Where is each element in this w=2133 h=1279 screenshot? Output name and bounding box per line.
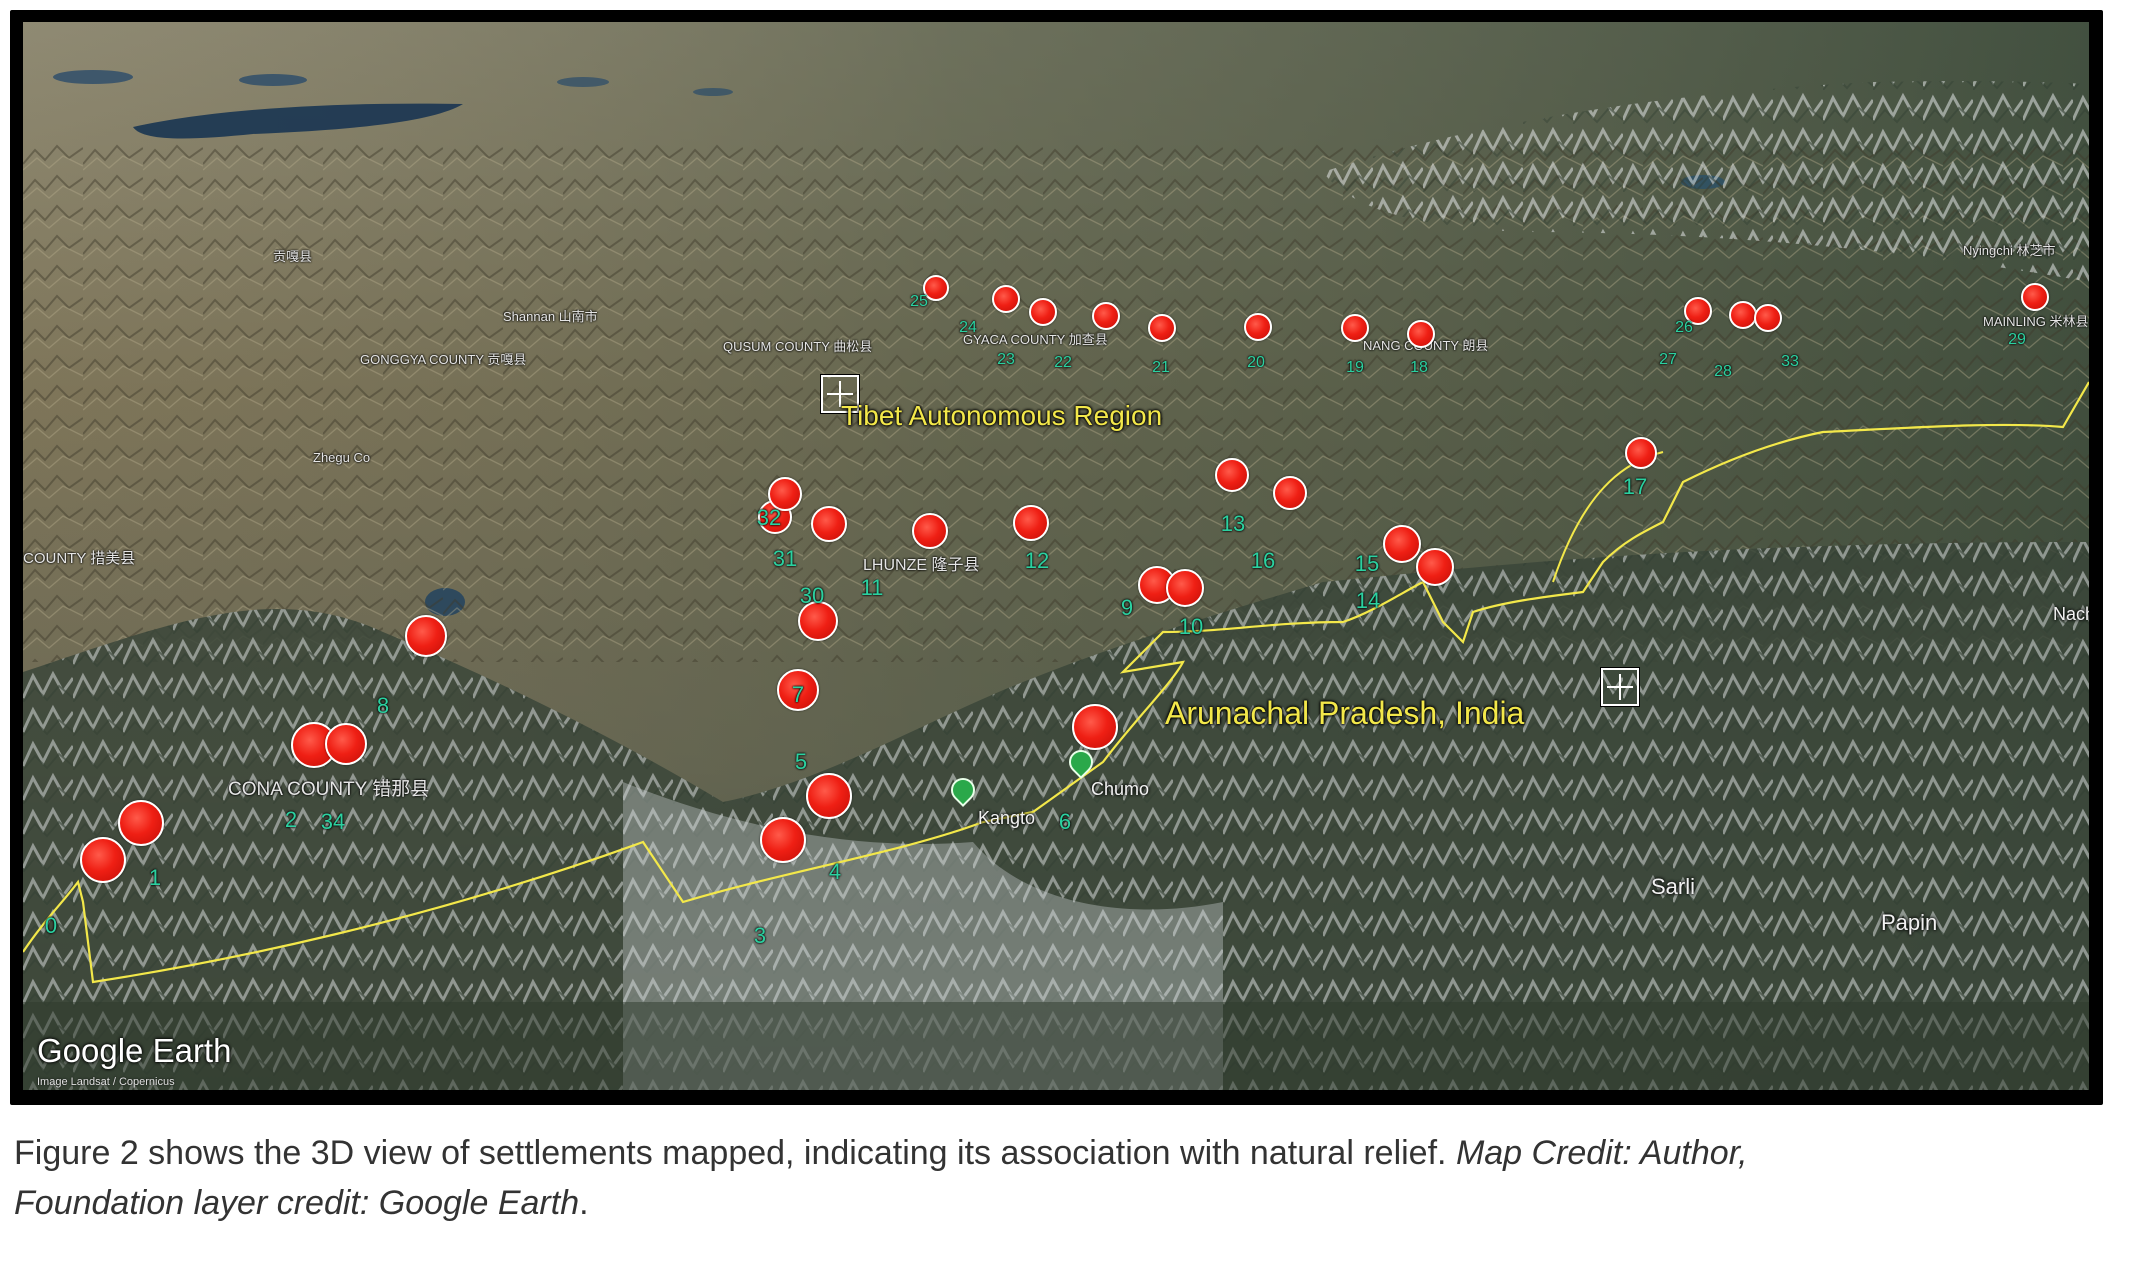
settlement-marker[interactable] bbox=[1729, 301, 1757, 329]
place-label-qusum: QUSUM COUNTY 曲松县 bbox=[723, 339, 873, 354]
settlement-number-label: 25 bbox=[910, 293, 928, 310]
settlement-number-label: 24 bbox=[959, 319, 977, 336]
settlement-marker[interactable] bbox=[1092, 302, 1120, 330]
settlement-number-label: 31 bbox=[772, 546, 798, 571]
international-border-line bbox=[23, 381, 2089, 984]
place-label-gyaca: GYACA COUNTY 加查县 bbox=[963, 332, 1108, 347]
place-label-mainling: MAINLING 米林县 bbox=[1983, 314, 2089, 329]
settlement-number-label: 11 bbox=[860, 575, 884, 600]
caption-end: . bbox=[579, 1184, 589, 1222]
settlement-number-label: 30 bbox=[799, 583, 825, 608]
place-label-sarli: Sarli bbox=[1651, 874, 1696, 899]
settlement-marker[interactable] bbox=[1341, 314, 1369, 342]
place-label-kangto: Kangto bbox=[978, 808, 1036, 828]
settlement-marker[interactable] bbox=[1684, 297, 1712, 325]
settlement-number-label: 5 bbox=[794, 749, 808, 774]
settlement-marker[interactable] bbox=[1625, 437, 1657, 469]
region-label-tibet: Tibet Autonomous Region bbox=[841, 400, 1163, 431]
place-label-papin: Papin bbox=[1881, 910, 1938, 935]
place-label-nacho: Nacho bbox=[2053, 604, 2089, 624]
settlement-number-label: 19 bbox=[1346, 359, 1364, 376]
settlement-marker[interactable] bbox=[1383, 525, 1421, 563]
settlement-number-label: 32 bbox=[756, 505, 782, 530]
map-frame: Shannan 山南市 GONGGYA COUNTY 贡嘎县 QUSUM COU… bbox=[10, 10, 2103, 1105]
settlement-number-label: 27 bbox=[1659, 351, 1677, 368]
region-target-icon[interactable] bbox=[821, 375, 859, 413]
settlement-number-label: 8 bbox=[376, 693, 390, 718]
settlement-marker[interactable] bbox=[1754, 304, 1782, 332]
settlement-number-label: 17 bbox=[1622, 474, 1648, 499]
settlement-marker[interactable] bbox=[325, 723, 367, 765]
caption-foundation-credit: Foundation layer credit: Google Earth bbox=[14, 1184, 580, 1222]
region-label-arunachal: Arunachal Pradesh, India bbox=[1165, 695, 1525, 731]
settlement-number-label: 28 bbox=[1714, 363, 1732, 380]
place-label-top-left: 贡嘎县 bbox=[273, 249, 313, 264]
place-label-chumo: Chumo bbox=[1091, 779, 1150, 799]
settlement-number-label: 14 bbox=[1355, 588, 1381, 613]
settlement-number-label: 12 bbox=[1024, 548, 1050, 573]
settlement-number-label: 1 bbox=[148, 865, 162, 890]
settlement-number-label: 13 bbox=[1220, 511, 1246, 536]
settlement-marker[interactable] bbox=[912, 513, 948, 549]
settlement-number-label: 2 bbox=[284, 807, 298, 832]
settlement-marker[interactable] bbox=[1273, 476, 1307, 510]
settlement-marker[interactable] bbox=[1166, 569, 1204, 607]
settlement-marker[interactable] bbox=[798, 601, 838, 641]
region-target-icon[interactable] bbox=[1601, 668, 1639, 706]
settlement-number-label: 18 bbox=[1410, 359, 1428, 376]
settlement-marker[interactable] bbox=[1407, 320, 1435, 348]
settlement-marker[interactable] bbox=[777, 669, 819, 711]
settlement-marker[interactable] bbox=[118, 800, 164, 846]
settlement-marker[interactable] bbox=[1416, 548, 1454, 586]
place-label-cuomei: COUNTY 措美县 bbox=[23, 550, 136, 567]
settlement-number-label: 34 bbox=[320, 809, 346, 834]
place-label-zhegu-co: Zhegu Co bbox=[313, 450, 371, 465]
settlement-marker[interactable] bbox=[1013, 505, 1049, 541]
settlement-number-label: 23 bbox=[997, 351, 1015, 368]
place-label-lhunze: LHUNZE 隆子县 bbox=[863, 557, 980, 574]
settlement-number-label: 16 bbox=[1250, 548, 1276, 573]
settlement-number-label: 26 bbox=[1675, 319, 1693, 336]
settlement-number-label: 33 bbox=[1781, 353, 1799, 370]
settlement-number-label: 15 bbox=[1354, 551, 1380, 576]
settlement-number-label: 3 bbox=[753, 923, 767, 948]
settlement-marker[interactable] bbox=[1072, 704, 1118, 750]
settlement-marker[interactable] bbox=[923, 275, 949, 301]
settlement-marker[interactable] bbox=[1215, 458, 1249, 492]
settlement-marker[interactable] bbox=[760, 817, 806, 863]
settlement-number-label: 22 bbox=[1054, 354, 1072, 371]
settlement-marker[interactable] bbox=[1244, 313, 1272, 341]
imagery-credit: Image Landsat / Copernicus bbox=[37, 1076, 175, 1088]
settlement-marker[interactable] bbox=[811, 506, 847, 542]
settlement-marker[interactable] bbox=[1148, 314, 1176, 342]
caption-map-credit: Map Credit: Author, bbox=[1455, 1134, 1748, 1172]
figure-caption: Figure 2 shows the 3D view of settlement… bbox=[14, 1128, 2114, 1228]
terrain-relief bbox=[23, 22, 2089, 1090]
settlement-number-label: 9 bbox=[1120, 595, 1134, 620]
settlement-number-label: 7 bbox=[791, 682, 805, 707]
settlement-number-label: 6 bbox=[1058, 809, 1072, 834]
settlement-marker[interactable] bbox=[80, 837, 126, 883]
settlement-marker[interactable] bbox=[992, 285, 1020, 313]
settlement-marker[interactable] bbox=[768, 477, 802, 511]
settlement-marker[interactable] bbox=[1029, 298, 1057, 326]
settlement-number-label: 0 bbox=[44, 913, 58, 938]
settlement-number-label: 20 bbox=[1247, 354, 1265, 371]
settlement-number-label: 10 bbox=[1178, 614, 1204, 639]
caption-text: Figure 2 shows the 3D view of settlement… bbox=[14, 1134, 1456, 1172]
settlement-number-label: 29 bbox=[2008, 331, 2026, 348]
settlement-marker[interactable] bbox=[2021, 283, 2049, 311]
settlement-number-label: 4 bbox=[828, 859, 842, 884]
place-label-nyingchi: Nyingchi 林芝市 bbox=[1963, 243, 2056, 258]
settlement-marker[interactable] bbox=[806, 773, 852, 819]
place-label-cona: CONA COUNTY 错那县 bbox=[228, 779, 430, 800]
settlement-number-label: 21 bbox=[1152, 359, 1170, 376]
place-label-gonggya: GONGGYA COUNTY 贡嘎县 bbox=[360, 352, 527, 367]
google-earth-logo: Google Earth bbox=[37, 1032, 232, 1069]
settlement-marker[interactable] bbox=[405, 615, 447, 657]
google-earth-3d-view[interactable]: Shannan 山南市 GONGGYA COUNTY 贡嘎县 QUSUM COU… bbox=[23, 22, 2089, 1090]
place-label-shannan: Shannan 山南市 bbox=[503, 309, 598, 324]
